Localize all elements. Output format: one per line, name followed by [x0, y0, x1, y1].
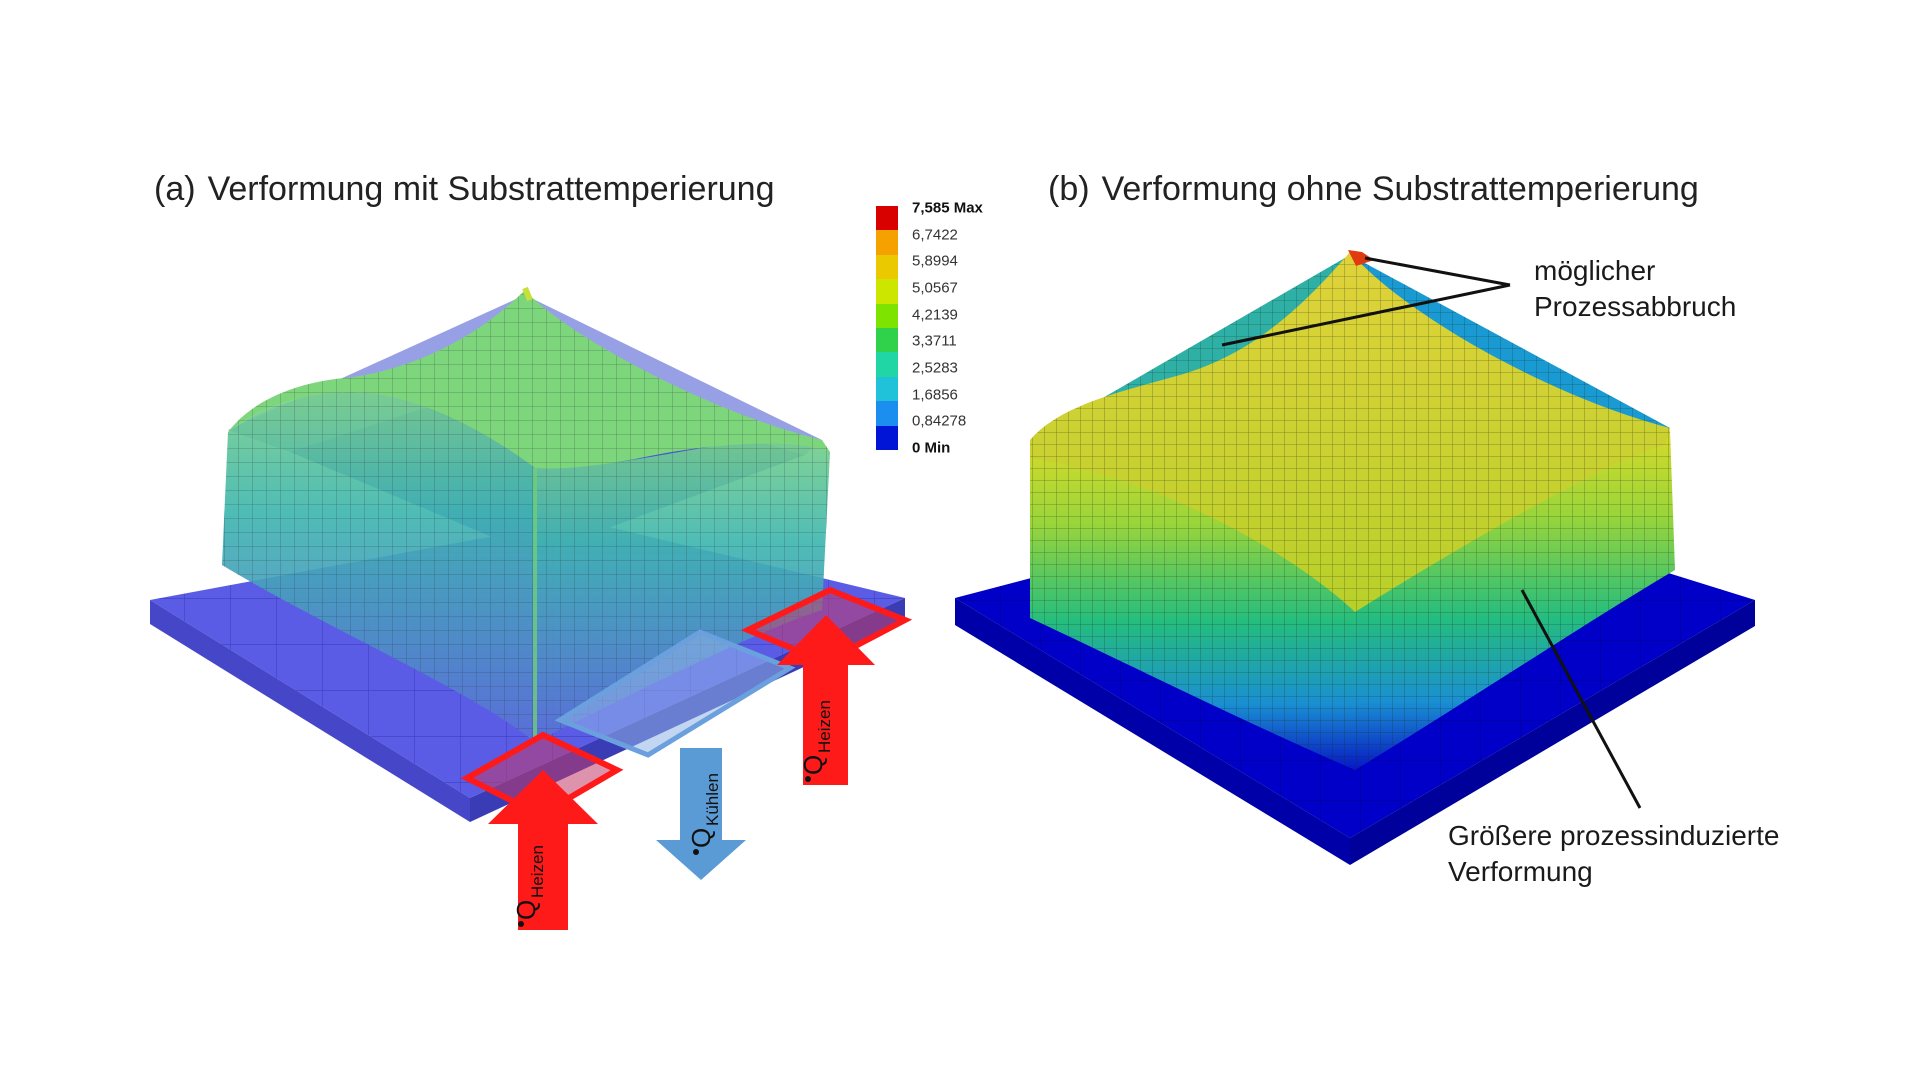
- annotation-verformung-line2: Verformung: [1448, 856, 1593, 887]
- heizen-label-2: Q Heizen: [798, 700, 834, 782]
- heizen-arrow-1: [488, 770, 598, 930]
- legend-tick-label: 6,7422: [912, 226, 958, 244]
- panel-b-tag: (b): [1048, 170, 1090, 208]
- svg-text:Q: Q: [511, 900, 541, 920]
- substrate-b-side-left: [955, 598, 1350, 865]
- legend-swatch: [876, 425, 898, 450]
- legend-swatch: [876, 279, 898, 304]
- panel-a-title: (a) Verformung mit Substrattemperierung: [154, 170, 775, 209]
- leader-verformung: [1520, 589, 1642, 809]
- kuehlen-pad: [554, 629, 796, 758]
- legend-tick-label: 1,6856: [912, 386, 958, 404]
- panel-a-model: Q Heizen Q Heizen Q Kühlen: [150, 286, 913, 930]
- leader-abbruch-1: [1364, 256, 1511, 287]
- annotation-verformung: Größere prozessinduzierte Verformung: [1448, 818, 1779, 890]
- legend-tick-label: 0,84278: [912, 412, 967, 430]
- annotation-abbruch-line2: Prozessabbruch: [1534, 291, 1737, 322]
- legend-tick-label: 5,8994: [912, 252, 958, 270]
- color-legend: 7,585 Max 6,7422 5,8994 5,0567 4,2139 3,3711 2…: [876, 200, 1016, 457]
- svg-text:Heizen: Heizen: [528, 845, 547, 898]
- legend-swatch: [876, 254, 898, 280]
- legend-swatch: [876, 206, 898, 231]
- kuehlen-label: Q Kühlen: [686, 773, 722, 855]
- substrate-b-side-right: [1350, 600, 1755, 865]
- panel-b-title-text: Verformung ohne Substrattemperierung: [1101, 170, 1699, 208]
- legend-swatch: [876, 376, 898, 402]
- substrate-a-side-left: [150, 600, 470, 822]
- annotation-abbruch-line1: möglicher: [1534, 255, 1656, 286]
- svg-text:Heizen: Heizen: [815, 700, 834, 753]
- annotation-abbruch: möglicher Prozessabbruch: [1534, 253, 1736, 325]
- legend-swatch: [876, 401, 898, 426]
- heizen-arrow-2: [777, 615, 875, 785]
- panel-a-title-text: Verformung mit Substrattemperierung: [207, 170, 775, 208]
- legend-swatch: [876, 303, 898, 328]
- svg-text:Q: Q: [798, 755, 828, 775]
- legend-swatch: [876, 328, 898, 353]
- panel-b-model: [955, 250, 1755, 865]
- legend-tick-label: 4,2139: [912, 306, 958, 324]
- leader-abbruch-2: [1221, 283, 1511, 347]
- panel-b-title: (b) Verformung ohne Substrattemperierung: [1048, 170, 1699, 209]
- legend-min-label: 0 Min: [912, 439, 951, 457]
- legend-tick-label: 3,3711: [912, 332, 957, 350]
- legend-swatch: [876, 230, 898, 255]
- legend-max-label: 7,585 Max: [912, 199, 983, 217]
- svg-text:Q: Q: [686, 828, 716, 848]
- panel-a-tag: (a): [154, 170, 196, 208]
- model-a-wall-back-right: [525, 295, 822, 455]
- annotation-verformung-line1: Größere prozessinduzierte: [1448, 820, 1780, 851]
- legend-tick-label: 5,0567: [912, 279, 958, 297]
- hotspot-peak: [1348, 250, 1374, 266]
- kuehlen-arrow: [656, 748, 746, 880]
- legend-swatch: [876, 352, 898, 377]
- legend-tick-label: 2,5283: [912, 359, 958, 377]
- svg-text:Kühlen: Kühlen: [703, 773, 722, 826]
- heizen-label-1: Q Heizen: [511, 845, 547, 927]
